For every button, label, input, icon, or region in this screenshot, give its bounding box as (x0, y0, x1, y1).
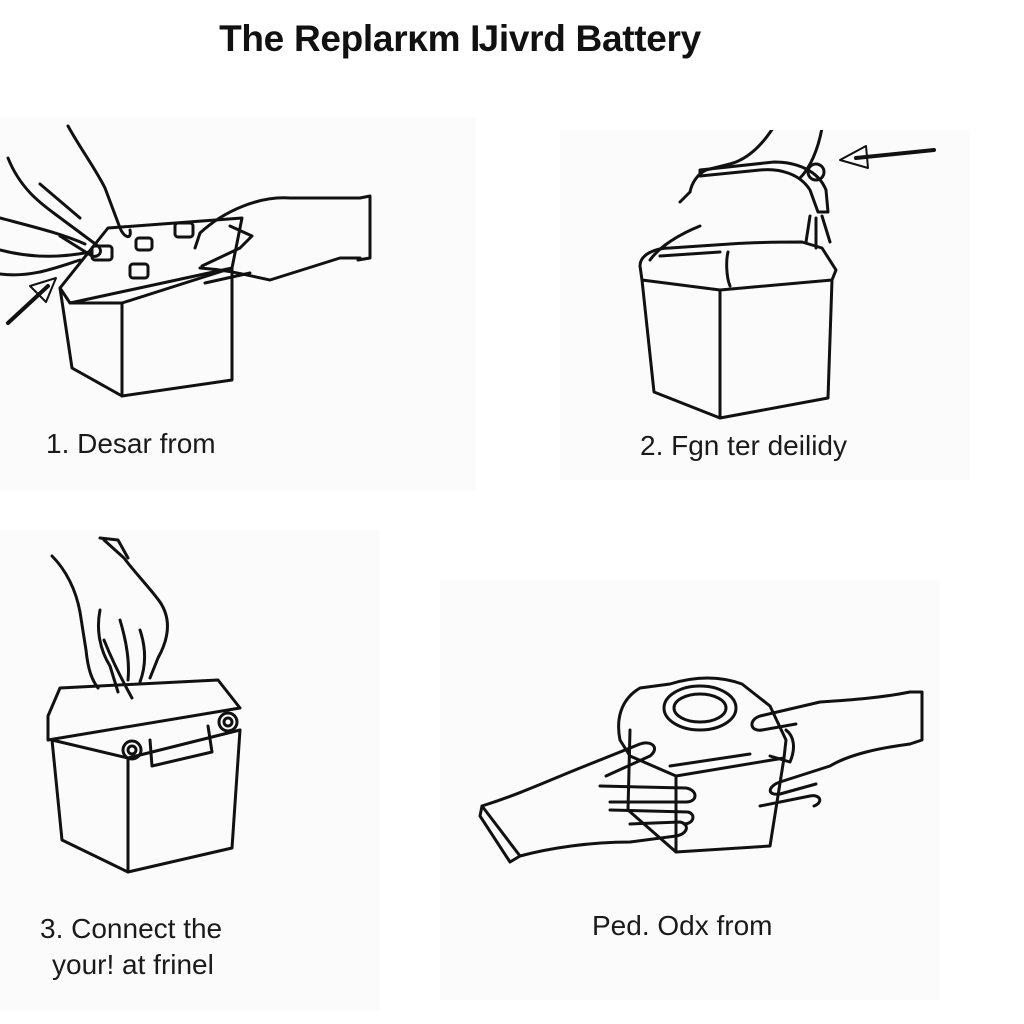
battery-icon (638, 240, 838, 420)
arrow-icon (6, 277, 57, 325)
step-4-caption: Ped. Odx from (592, 910, 773, 941)
step-4-illustration (478, 676, 924, 864)
battery-icon (46, 678, 242, 874)
step-1-panel: 1. Desar from (0, 118, 476, 490)
page-title: The Replarĸm Ĳivrd Battery (219, 18, 701, 59)
step-3-panel: 3. Connect the your! at frinel (0, 530, 380, 1010)
step-1-illustration (0, 124, 372, 398)
hand-icon (50, 536, 169, 700)
step-3-caption-line2: your! at frinel (52, 949, 214, 980)
hand-icon (750, 690, 924, 808)
clamp-icon (648, 160, 832, 262)
step-3-illustration (46, 536, 242, 874)
step-1-caption: 1. Desar from (46, 428, 216, 459)
step-2-caption: 2. Fgn ter deilidy (640, 430, 847, 461)
battery-icon (58, 216, 244, 398)
arrow-icon (839, 145, 936, 169)
hand-icon (478, 741, 697, 864)
step-2-illustration (638, 130, 936, 420)
step-2-panel: 2. Fgn ter deilidy (560, 130, 970, 480)
step-3-caption-line1: 3. Connect the (40, 913, 223, 944)
battery-icon (617, 676, 788, 854)
hand-icon (0, 124, 132, 277)
step-4-panel: Ped. Odx from (440, 580, 940, 1000)
hand-icon (193, 194, 372, 285)
